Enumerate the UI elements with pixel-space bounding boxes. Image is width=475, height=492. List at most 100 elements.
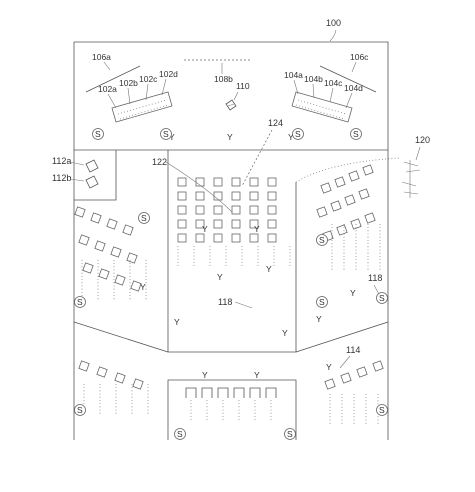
seat: [201, 387, 213, 398]
seat: [114, 372, 126, 384]
speaker-marker: [138, 212, 150, 224]
scattered-markers: Y Y Y Y Y Y Y Y Y Y Y Y: [140, 224, 356, 380]
speaker-marker: [376, 404, 388, 416]
seat: [249, 219, 259, 229]
stage-arrow-1: Y: [169, 132, 175, 142]
seat: [358, 188, 370, 200]
right-seating-section: [316, 164, 381, 270]
leader-seating-grid: [165, 161, 233, 213]
svg-text:Y: Y: [326, 362, 332, 372]
speaker-marker: [160, 128, 172, 140]
label-listener-right: 118: [368, 273, 382, 283]
label-floor-device: 114: [346, 345, 360, 355]
speaker-marker-label: S: [319, 235, 325, 245]
seat: [177, 233, 187, 243]
label-speaker-a: 102a: [98, 84, 117, 94]
label-array-center: 108b: [214, 74, 233, 84]
seat: [90, 212, 102, 224]
label-microphone: 110: [236, 81, 250, 91]
signal-path-line: [241, 129, 273, 187]
seat: [233, 387, 245, 398]
leader-speaker-group-b: [312, 83, 315, 99]
svg-text:Y: Y: [202, 370, 208, 380]
seat: [195, 191, 205, 201]
seat: [249, 387, 261, 398]
seat: [177, 191, 187, 201]
microphone-icon: [225, 99, 237, 111]
seat: [213, 219, 223, 229]
seat: [122, 224, 134, 236]
speaker-marker-label: S: [319, 297, 325, 307]
lower-left-seats: [78, 360, 149, 414]
array-right-line: [319, 65, 377, 93]
seat: [114, 274, 126, 286]
svg-text:Y: Y: [266, 264, 272, 274]
venue-outline: [74, 41, 389, 440]
seat: [249, 191, 259, 201]
seat: [231, 219, 241, 229]
seat: [267, 177, 277, 187]
leader-speaker-group-c: [329, 87, 334, 103]
seat: [336, 224, 348, 236]
speaker-cluster-right: [291, 91, 353, 123]
svg-text:Y: Y: [282, 328, 288, 338]
seat: [267, 191, 277, 201]
seat: [177, 219, 187, 229]
seat: [231, 191, 241, 201]
speaker-marker: [316, 296, 328, 308]
leader-speaker-b: [127, 87, 131, 105]
svg-text:Y: Y: [202, 224, 208, 234]
seat: [267, 205, 277, 215]
seat: [334, 176, 346, 188]
speaker-marker-label: S: [287, 429, 293, 439]
svg-text:Y: Y: [140, 282, 146, 292]
seat: [177, 177, 187, 187]
leader-speaker-group-d: [345, 92, 353, 109]
speaker-marker-label: S: [95, 129, 101, 139]
label-venue: 100: [326, 18, 341, 28]
leader-speaker-d: [161, 78, 167, 96]
speaker-marker-label: S: [141, 213, 147, 223]
speaker-marker: [292, 128, 304, 140]
seat: [231, 177, 241, 187]
receiver-icon: [401, 160, 421, 198]
seat: [213, 191, 223, 201]
leader-floor-device: [339, 355, 351, 369]
seat: [110, 246, 122, 258]
label-seating-grid: 122: [152, 157, 167, 167]
label-speaker-group-b: 104b: [304, 74, 323, 84]
seat: [78, 360, 90, 372]
svg-text:Y: Y: [174, 317, 180, 327]
leader-listener-center: [234, 301, 253, 309]
lower-floor-area: [167, 379, 297, 440]
seat: [177, 205, 187, 215]
seat: [249, 233, 259, 243]
speaker-marker-label: S: [379, 293, 385, 303]
lower-right-seats: [324, 360, 384, 424]
seat: [132, 378, 144, 390]
seat: [340, 372, 352, 384]
speaker-marker: [74, 296, 86, 308]
svg-text:Y: Y: [316, 314, 322, 324]
label-speaker-c: 102c: [139, 74, 158, 84]
seat: [267, 233, 277, 243]
aisle-right-lower: [295, 321, 389, 353]
speaker-marker: [376, 292, 388, 304]
label-speaker-b: 102b: [119, 78, 138, 88]
stage-arrow-2: Y: [227, 132, 233, 142]
receiver-link: [295, 157, 401, 183]
label-speaker-group-a: 104a: [284, 70, 303, 80]
lower-center-seats: [185, 387, 277, 420]
seat: [96, 366, 108, 378]
seat: [316, 206, 328, 218]
seat: [330, 200, 342, 212]
svg-text:Y: Y: [217, 272, 223, 282]
seat: [94, 240, 106, 252]
seat: [195, 205, 205, 215]
speaker-marker-label: S: [77, 405, 83, 415]
speaker-marker-label: S: [295, 129, 301, 139]
side-booth: [74, 150, 117, 201]
svg-text:Y: Y: [254, 224, 260, 234]
